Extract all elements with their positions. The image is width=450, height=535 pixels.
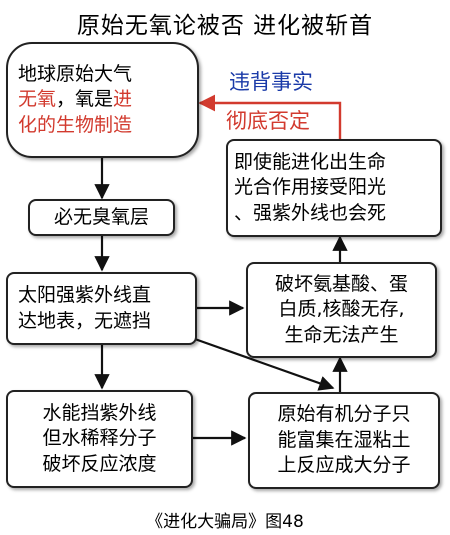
uv-line2: 达地表，无遮挡: [18, 309, 152, 332]
organic-line1: 原始有机分子只: [277, 403, 411, 426]
water-line3: 破坏反应浓度: [42, 452, 157, 475]
note-contradicts-facts: 违背事实: [229, 70, 313, 94]
destroy-line3: 生命无法产生: [284, 323, 399, 346]
earth-evo: 进: [113, 88, 133, 111]
uv-line1: 太阳强紫外线直: [18, 283, 152, 306]
photo-line3: 、强紫外线也会死: [234, 201, 387, 224]
box-water-blocks-uv: 水能挡紫外线 但水稀释分子 破坏反应浓度: [6, 390, 193, 488]
photo-line2: 光合作用接受阳光: [234, 176, 387, 199]
box-strong-uv: 太阳强紫外线直 达地表，无遮挡: [6, 272, 197, 345]
water-line2: 但水稀释分子: [42, 427, 157, 450]
box-photosynthesis: 即使能进化出生命 光合作用接受阳光 、强紫外线也会死: [226, 139, 442, 237]
water-line1: 水能挡紫外线: [42, 401, 157, 424]
note-completely-denied: 彻底否定: [226, 109, 310, 133]
figure-caption: 《进化大骗局》图48: [146, 512, 304, 532]
earth-line1: 地球原始大气: [18, 62, 133, 85]
box-no-ozone: 必无臭氧层: [28, 199, 175, 236]
earth-no-oxygen: 无氧: [18, 88, 57, 111]
arrow-uv-to-organic: [191, 336, 335, 391]
earth-line2: 无氧，氧是进: [18, 87, 197, 113]
earth-oxygen-is: ，氧是: [56, 88, 114, 111]
arrow-photo-to-earth: [198, 94, 342, 139]
destroy-line2: 白质,核酸无存,: [278, 298, 405, 321]
organic-line3: 上反应成大分子: [277, 454, 411, 477]
photo-line1: 即使能进化出生命: [234, 150, 387, 173]
destroy-line1: 破坏氨基酸、蛋: [274, 272, 408, 295]
box-organic-molecules: 原始有机分子只 能富集在湿粘土 上反应成大分子: [248, 392, 440, 489]
earth-line3: 化的生物制造: [18, 113, 133, 136]
box-earth-atmosphere: 地球原始大气 无氧，氧是进 化的生物制造: [6, 42, 199, 158]
organic-line2: 能富集在湿粘土: [277, 428, 411, 451]
diagram-title: 原始无氧论被否 进化被斩首: [76, 13, 374, 39]
box-destroy-amino-acids: 破坏氨基酸、蛋 白质,核酸无存, 生命无法产生: [246, 262, 437, 358]
no-ozone-label: 必无臭氧层: [53, 205, 149, 228]
